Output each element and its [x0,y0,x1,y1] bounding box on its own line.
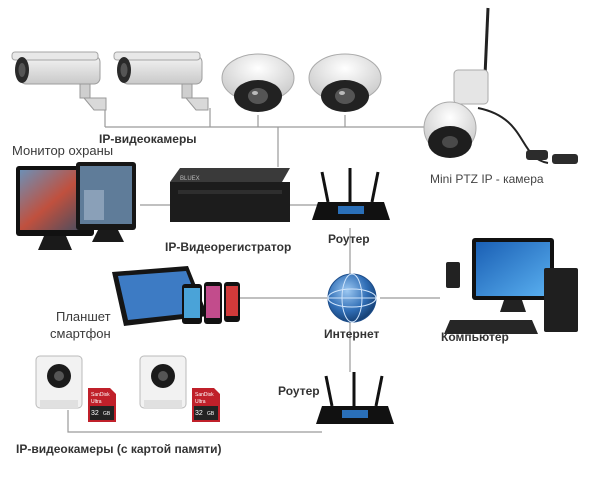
sd-card-1-capacity: 32 [91,410,99,417]
sd-card-2-line: Ultra [195,399,206,405]
tablet-and-phones [112,266,240,326]
sd-card-1: SanDisk Ultra 32 GB [88,388,116,422]
label-tablet: Планшет [56,309,111,324]
sd-card-2: SanDisk Ultra 32 GB [192,388,220,422]
sd-card-2-capacity: 32 [195,410,203,417]
dome-camera-2 [308,53,382,112]
label-ptz-camera: Mini PTZ IP - камера [430,172,544,186]
cube-camera-2 [139,355,187,409]
nvr-recorder: BLUEX [170,168,290,222]
sd-card-1-line: Ultra [91,399,102,405]
dome-camera-1 [221,53,295,112]
sd-card-1-unit: GB [103,411,111,417]
security-monitors [16,162,136,250]
label-ip-cameras-sd: IP-видеокамеры (с картой памяти) [16,442,222,456]
label-nvr: IP-Видеорегистратор [165,240,292,254]
label-ip-cameras: IP-видеокамеры [99,132,197,146]
label-router-top: Роутер [328,232,370,246]
desktop-computer [444,238,578,334]
label-smartphone: смартфон [50,326,111,341]
sd-card-1-brand: SanDisk [91,392,110,398]
sd-card-2-unit: GB [207,411,215,417]
label-internet: Интернет [324,327,380,341]
label-router-bottom: Роутер [278,384,320,398]
bullet-camera-2 [113,51,209,111]
sd-card-2-brand: SanDisk [195,392,214,398]
router-top [312,168,390,220]
cube-camera-1 [35,355,83,409]
nvr-brand-text: BLUEX [180,176,200,182]
sdcams-to-router2 [67,410,322,433]
bullet-camera-1 [11,51,107,111]
internet-globe [327,273,377,323]
label-monitor: Монитор охраны [12,143,114,158]
ptz-camera [423,7,578,164]
label-computer: Компьютер [441,330,509,344]
connection-lines [67,108,440,433]
router-bottom [316,372,394,424]
